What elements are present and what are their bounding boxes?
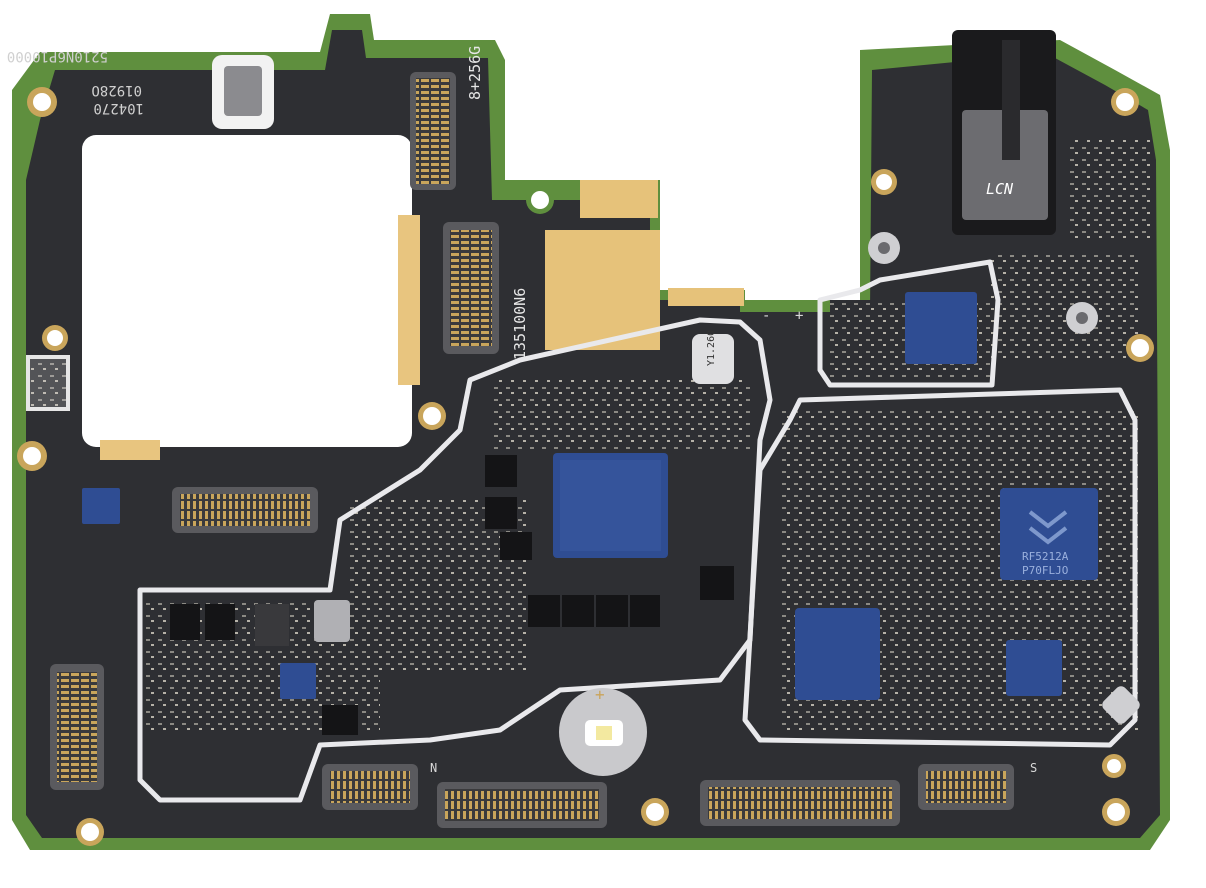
plus-mark: + bbox=[795, 308, 803, 324]
connector-pins bbox=[180, 494, 310, 526]
board-number: 135100N6 bbox=[511, 288, 529, 360]
inductor bbox=[170, 604, 200, 640]
connector-pins bbox=[450, 230, 492, 346]
sensor-module-inner bbox=[224, 66, 262, 116]
camera-cutout-ledge bbox=[398, 215, 420, 385]
component-field bbox=[990, 250, 1140, 360]
pcb-code-c: 01928O bbox=[91, 82, 142, 98]
shield-outline bbox=[817, 259, 1001, 388]
pmic-chip bbox=[905, 292, 977, 364]
gold-pad bbox=[545, 230, 660, 350]
shield-outline bbox=[742, 387, 1138, 748]
sticker bbox=[692, 334, 734, 384]
sticker-text: Y1.260 bbox=[706, 330, 717, 366]
connector-pins bbox=[416, 78, 450, 184]
inductor bbox=[322, 705, 358, 735]
memory-label: 8+256G bbox=[466, 46, 484, 100]
connector-pins bbox=[57, 672, 97, 782]
connector-pins bbox=[330, 771, 410, 803]
antenna-connector-core bbox=[878, 242, 890, 254]
memory-chip bbox=[795, 608, 880, 700]
crystal bbox=[314, 600, 350, 642]
camera-cutout bbox=[82, 135, 412, 447]
inductor bbox=[485, 455, 517, 487]
antenna-connector-core bbox=[1076, 312, 1088, 324]
jack-brand: LCN bbox=[986, 180, 1014, 198]
small-chip bbox=[280, 663, 316, 699]
pcb-code-b: 104270 bbox=[93, 100, 144, 116]
gold-pad bbox=[668, 288, 744, 306]
headphone-jack-cover bbox=[962, 110, 1048, 220]
pcb-code-a: 5210N6P10000 bbox=[7, 48, 108, 64]
component-field bbox=[490, 380, 750, 450]
camera-cutout-ledge bbox=[100, 440, 160, 460]
connector-pins bbox=[445, 789, 599, 821]
small-chip bbox=[82, 488, 120, 524]
rf-chip bbox=[1000, 488, 1098, 580]
component-field bbox=[1070, 140, 1150, 240]
headphone-jack-slot bbox=[1002, 40, 1020, 160]
inductor bbox=[500, 532, 532, 560]
flash-plus-mark: + bbox=[595, 685, 605, 704]
rf-chip-logo bbox=[1028, 510, 1068, 545]
inductor bbox=[255, 604, 289, 646]
inductor bbox=[596, 595, 628, 627]
shield-outline bbox=[137, 317, 773, 803]
connector-pins bbox=[708, 787, 892, 819]
data-matrix-pattern bbox=[30, 359, 66, 407]
flash-led-core bbox=[596, 726, 612, 740]
small-chip bbox=[1006, 640, 1062, 696]
n-mark: N bbox=[430, 761, 437, 775]
soc-chip-inner bbox=[560, 460, 661, 551]
inductor bbox=[485, 497, 517, 529]
connector-pins bbox=[926, 771, 1006, 803]
rf-chip-text: RF5212A bbox=[1022, 550, 1069, 563]
inductor bbox=[630, 595, 660, 627]
inductor bbox=[562, 595, 594, 627]
s-mark: S bbox=[1030, 761, 1037, 775]
rf-chip-text-2: P70FLJO bbox=[1022, 564, 1068, 577]
gold-pad bbox=[580, 180, 658, 218]
inductor bbox=[700, 566, 734, 600]
inductor bbox=[205, 604, 235, 640]
inductor bbox=[528, 595, 560, 627]
mounting-holes bbox=[17, 87, 1154, 846]
antenna-connector bbox=[1102, 686, 1140, 724]
minus-mark: - bbox=[762, 308, 770, 324]
